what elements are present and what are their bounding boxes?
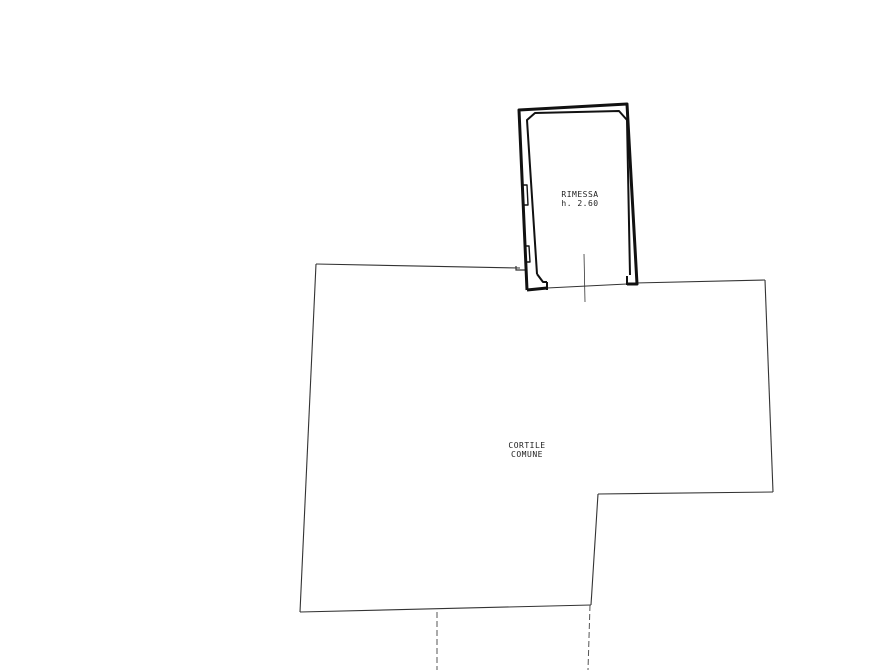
courtyard-label: CORTILE COMUNE: [487, 441, 567, 459]
room-label: RIMESSA h. 2.60: [540, 190, 620, 208]
room-height: h. 2.60: [561, 199, 599, 209]
garage-walls: [517, 102, 639, 292]
extension-lines: [436, 604, 591, 670]
junction-marks: [515, 253, 586, 303]
courtyard-label-line1: CORTILE: [508, 441, 546, 450]
courtyard-outline: [299, 263, 774, 613]
courtyard-label-line2: COMUNE: [511, 450, 543, 460]
room-name: RIMESSA: [561, 190, 599, 199]
